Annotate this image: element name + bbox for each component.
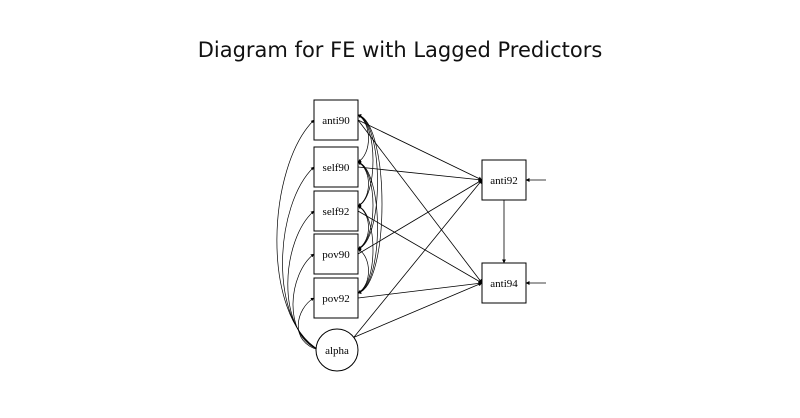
node-shape-pov90: [313, 233, 359, 275]
node-label-anti90: anti90: [322, 115, 350, 127]
node-anti90: anti90: [313, 99, 359, 141]
node-alpha: alpha: [315, 328, 359, 372]
path-arrows: [353, 119, 506, 338]
node-label-anti92: anti92: [490, 175, 518, 187]
path-self90-to-anti92: [357, 166, 483, 182]
node-label-alpha: alpha: [325, 345, 349, 357]
covariance-alpha-self92: [287, 210, 320, 351]
covariance-self90-self92: [357, 161, 369, 207]
covariance-anti90-pov92: [357, 114, 383, 294]
path-alpha-to-anti94: [353, 282, 483, 338]
path-anti90-to-anti92: [357, 119, 483, 181]
covariance-alpha-pov90: [292, 253, 320, 351]
node-shape-pov92: [313, 277, 359, 319]
node-pov92: pov92: [313, 277, 359, 319]
node-label-self92: self92: [323, 206, 350, 218]
node-pov90: pov90: [313, 233, 359, 275]
covariance-arcs: [276, 114, 383, 351]
covariance-alpha-pov92: [297, 297, 320, 351]
path-anti90-to-anti94: [357, 119, 483, 284]
path-alpha-to-anti92: [353, 179, 483, 338]
path-pov92-to-anti94: [357, 281, 483, 299]
node-shape-anti92: [481, 159, 527, 201]
node-anti92: anti92: [481, 159, 527, 201]
node-self92: self92: [313, 190, 359, 232]
node-label-pov90: pov90: [322, 249, 350, 261]
page-title: Diagram for FE with Lagged Predictors: [197, 38, 603, 62]
node-shape-self90: [313, 146, 359, 188]
node-label-pov92: pov92: [322, 293, 350, 305]
covariance-alpha-anti90: [276, 119, 320, 351]
diagram-nodes: anti90 self90 self92 pov90 pov92 alpha anti92 a…: [313, 99, 527, 372]
covariance-self90-pov90: [357, 161, 374, 250]
path-self92-to-anti94: [357, 210, 483, 284]
node-shape-anti90: [313, 99, 359, 141]
covariance-self90-pov92: [357, 161, 378, 294]
path-pov90-to-anti92: [357, 179, 483, 255]
covariance-anti90-pov90: [357, 114, 378, 250]
node-shape-alpha: [315, 328, 359, 372]
node-label-self90: self90: [323, 162, 350, 174]
node-shape-anti94: [481, 262, 527, 304]
covariance-pov90-pov92: [357, 248, 369, 294]
node-shape-self92: [313, 190, 359, 232]
covariance-self92-pov90: [357, 205, 369, 250]
node-anti94: anti94: [481, 262, 527, 304]
node-label-anti94: anti94: [490, 278, 518, 290]
covariance-alpha-self90: [282, 166, 320, 351]
disturbance-arrows: [525, 178, 546, 285]
node-self90: self90: [313, 146, 359, 188]
